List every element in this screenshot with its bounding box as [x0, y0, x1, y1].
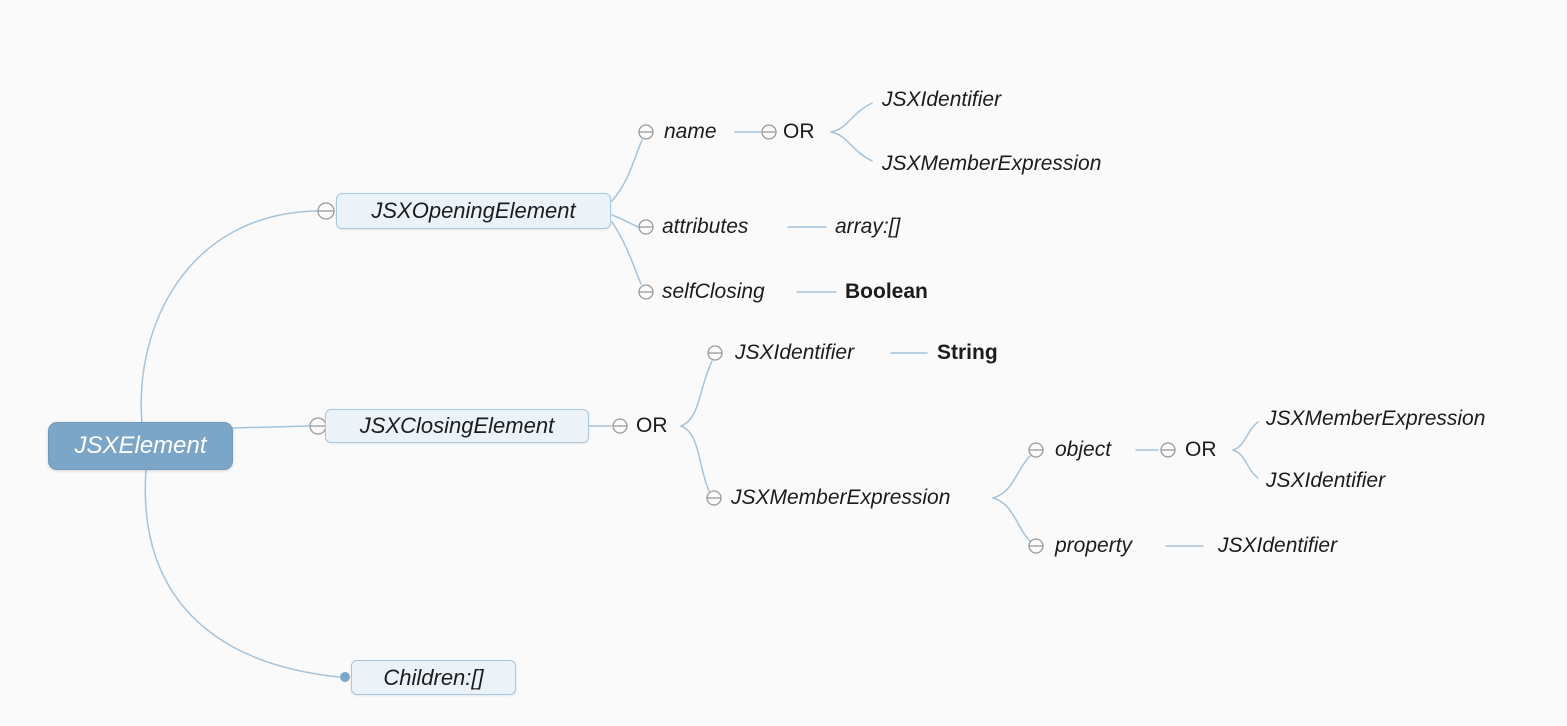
edge-or3-jsxidentifier — [1232, 449, 1259, 479]
node-jsxelement[interactable]: JSXElement — [48, 422, 233, 470]
children-attach-dot — [340, 672, 350, 682]
node-object-option-jsxmemberexpression[interactable]: JSXMemberExpression — [1266, 407, 1486, 430]
node-selfclosing-value[interactable]: Boolean — [845, 280, 928, 303]
edge-root-closing — [232, 425, 310, 429]
collapse-icon-closing[interactable] — [309, 417, 327, 435]
collapse-icon-closing-identifier[interactable] — [707, 345, 723, 361]
node-closing-jsxmemberexpression[interactable]: JSXMemberExpression — [731, 486, 951, 509]
node-jsxopeningelement-label: JSXOpeningElement — [371, 198, 576, 223]
edge-opening-selfclosing — [611, 221, 642, 285]
collapse-icon-attributes[interactable] — [638, 219, 654, 235]
edge-member-object — [992, 455, 1031, 499]
node-name[interactable]: name — [664, 120, 717, 143]
node-object-option-jsxidentifier[interactable]: JSXIdentifier — [1266, 469, 1386, 492]
collapse-icon-object-or[interactable] — [1160, 442, 1176, 458]
node-property-value[interactable]: JSXIdentifier — [1218, 534, 1338, 557]
edge-root-opening — [140, 210, 319, 424]
collapse-icon-closing-member[interactable] — [706, 490, 722, 506]
node-jsxclosingelement[interactable]: JSXClosingElement — [325, 409, 589, 443]
node-closing-jsxidentifier-value[interactable]: String — [937, 341, 998, 364]
node-selfclosing[interactable]: selfClosing — [662, 280, 765, 303]
node-jsxelement-label: JSXElement — [74, 432, 207, 459]
node-children-label: Children:[] — [383, 664, 484, 690]
node-object[interactable]: object — [1055, 438, 1112, 461]
collapse-icon-name[interactable] — [638, 124, 654, 140]
edge-or1-jsxidentifier — [830, 102, 873, 133]
node-name-option-jsxmemberexpression[interactable]: JSXMemberExpression — [882, 152, 1102, 175]
node-name-or[interactable]: OR — [783, 120, 815, 143]
collapse-icon-closing-or[interactable] — [612, 418, 628, 434]
node-jsxopeningelement[interactable]: JSXOpeningElement — [336, 193, 611, 229]
node-children[interactable]: Children:[] — [351, 660, 516, 695]
collapse-icon-opening[interactable] — [317, 202, 335, 220]
node-attributes-value[interactable]: array:[] — [835, 215, 901, 238]
collapse-icon-name-or[interactable] — [761, 124, 777, 140]
node-attributes[interactable]: attributes — [662, 215, 749, 238]
node-object-or[interactable]: OR — [1185, 438, 1217, 461]
collapse-icon-property[interactable] — [1028, 538, 1044, 554]
node-name-option-jsxidentifier[interactable]: JSXIdentifier — [882, 88, 1002, 111]
node-closing-jsxidentifier[interactable]: JSXIdentifier — [735, 341, 855, 364]
node-closing-or[interactable]: OR — [636, 414, 668, 437]
node-property[interactable]: property — [1055, 534, 1133, 557]
edge-or2-jsxidentifier — [680, 360, 713, 427]
edge-opening-attributes — [611, 214, 639, 228]
edge-or3-jsxmember — [1232, 421, 1259, 451]
edge-or2-jsxmember — [680, 425, 710, 492]
node-jsxclosingelement-label: JSXClosingElement — [359, 413, 555, 438]
collapse-icon-selfclosing[interactable] — [638, 284, 654, 300]
edge-root-children — [144, 469, 340, 678]
edge-opening-name — [611, 139, 643, 202]
collapse-icon-object[interactable] — [1028, 442, 1044, 458]
edge-or1-jsxmember — [830, 131, 873, 162]
edge-member-property — [992, 497, 1031, 542]
